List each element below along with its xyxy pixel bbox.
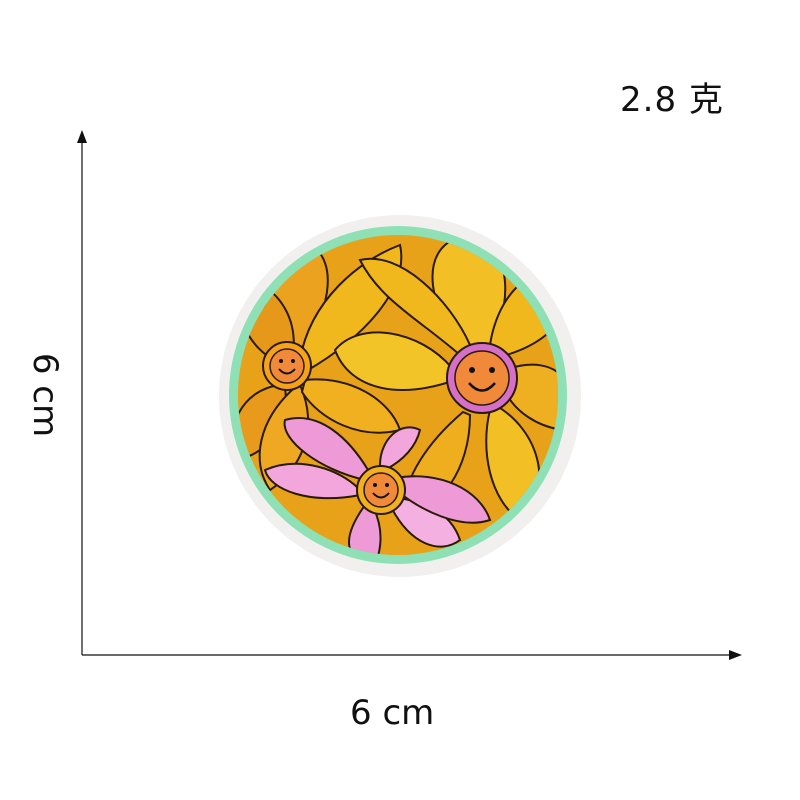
pink-flower-smiley-face (356, 465, 406, 515)
vertical-axis-arrow-icon (77, 130, 87, 143)
width-dimension-label: 6 cm (350, 693, 435, 733)
embroidered-patch (219, 215, 581, 577)
height-dimension-label: 6 cm (25, 352, 65, 438)
weight-label: 2.8 克 (620, 80, 724, 120)
left-smiley-face (262, 341, 312, 391)
right-smiley-face (446, 342, 518, 414)
horizontal-axis-arrow-icon (729, 650, 742, 660)
